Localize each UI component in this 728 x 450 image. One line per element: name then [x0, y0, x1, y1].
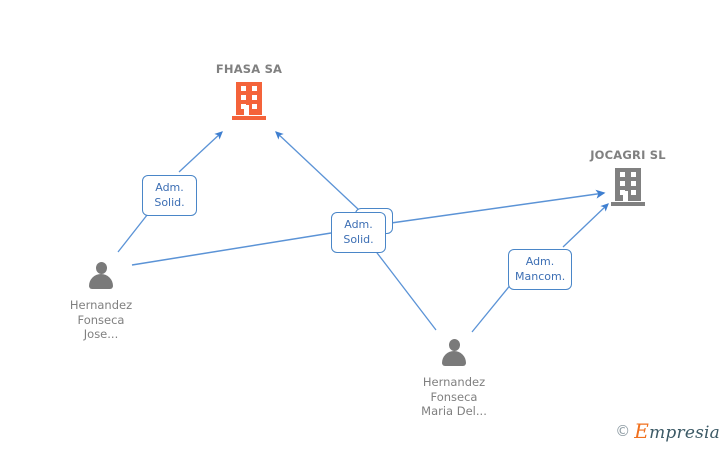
company-title-jocagri: JOCAGRI SL — [590, 148, 666, 162]
person-label-line: Hernandez — [422, 375, 486, 389]
edge-label-line-1: Adm. — [344, 218, 373, 231]
edge-label-line-1: Adm. — [155, 181, 184, 194]
edge-jose-to-jocagri — [131, 189, 606, 266]
edge-maria-to-fhasa — [275, 131, 437, 331]
person-icon — [440, 339, 468, 366]
edge-label-line-2: Mancom. — [515, 270, 566, 283]
node-person-maria[interactable]: Hernandez Fonseca Maria Del... — [389, 339, 519, 419]
node-company-fhasa[interactable]: FHASA SA — [189, 62, 309, 124]
edge-jose-to-fhasa — [117, 131, 223, 253]
person-label-line: Hernandez — [69, 298, 133, 312]
person-label-line: Maria Del... — [421, 404, 487, 418]
brand-wordmark: Empresia — [634, 419, 720, 443]
person-label-line: Jose... — [83, 327, 119, 341]
edge-label-line-1: Adm. — [525, 255, 555, 268]
edge-label-adm-solid-left[interactable]: Adm. Solid. — [142, 175, 197, 216]
node-person-jose[interactable]: Hernandez Fonseca Jose... — [36, 262, 166, 342]
person-label-line: Fonseca — [77, 312, 125, 327]
edge-label-adm-mancom-right[interactable]: Adm. Mancom. — [508, 249, 572, 290]
copyright-icon: © — [615, 422, 631, 440]
brand-initial: E — [634, 419, 650, 443]
person-label-jose: Hernandez Fonseca Jose... — [36, 298, 166, 342]
edge-label-line-2: Solid. — [154, 196, 185, 209]
company-title-fhasa: FHASA SA — [215, 62, 283, 76]
building-icon — [232, 82, 266, 120]
building-icon — [611, 168, 645, 206]
edge-label-line-2: Solid. — [343, 233, 374, 246]
node-company-jocagri[interactable]: JOCAGRI SL — [568, 148, 688, 210]
brand-rest: mpresia — [649, 423, 720, 443]
person-label-maria: Hernandez Fonseca Maria Del... — [389, 375, 519, 419]
edge-maria-to-jocagri — [471, 203, 609, 333]
edge-label-adm-solid-center[interactable]: Adm. Solid. — [331, 212, 386, 253]
person-label-line: Fonseca — [430, 389, 478, 404]
person-icon — [87, 262, 115, 289]
empresia-watermark: © Empresia — [615, 419, 720, 443]
